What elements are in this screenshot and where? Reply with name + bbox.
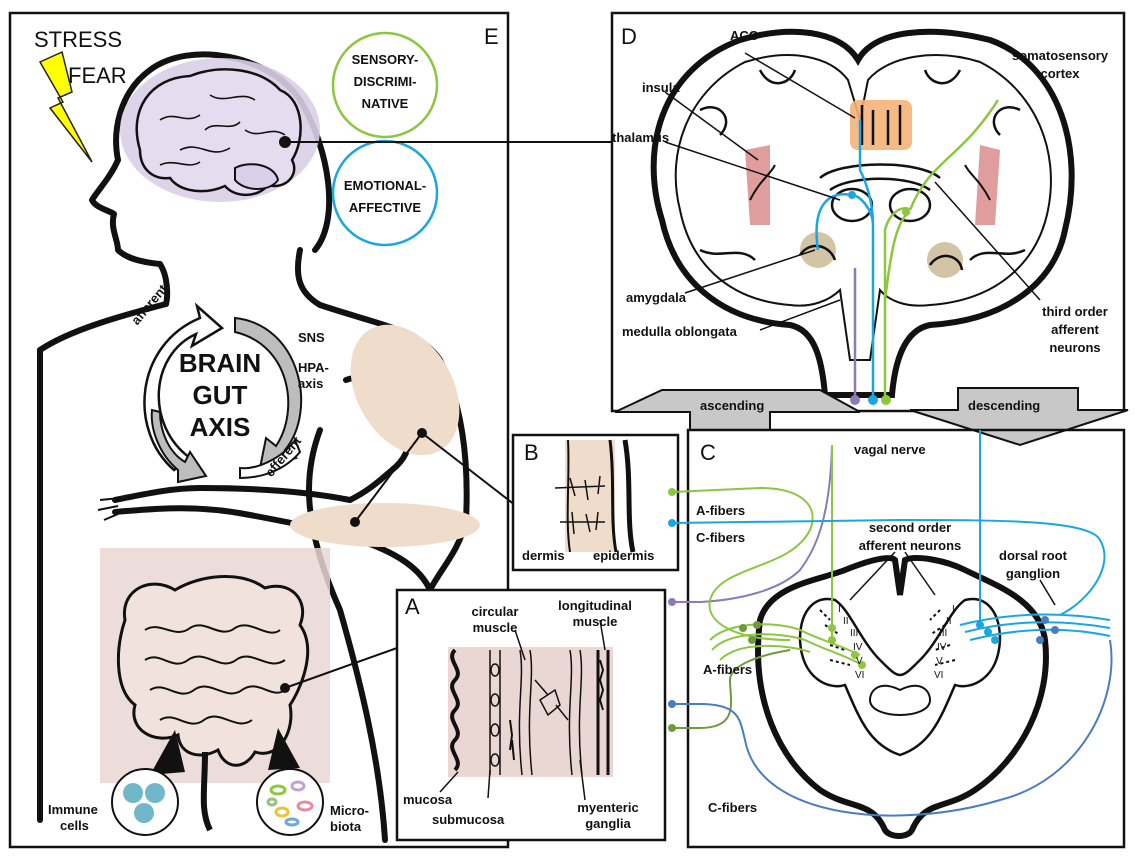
immune-label-2: cells [60,818,89,833]
spinal-cord-section [758,558,1046,836]
fear-label: FEAR [68,64,127,88]
insula-label: insula [642,80,680,95]
a-fibers-top-label: A-fibers [696,503,745,518]
circular-muscle-label-1: circular [460,604,530,619]
longitudinal-muscle-label-1: longitudinal [545,598,645,613]
brain-gut-axis-line2: GUT [175,380,265,410]
panel-d-letter: D [621,24,637,50]
medulla-label: medulla oblongata [622,324,737,339]
lamina-iii-left: III [850,626,858,641]
immune-cell [145,783,165,803]
somatosensory-label-1: somatosensory [1000,48,1120,63]
hpa-label-1: HPA- [298,360,329,375]
myenteric-label-1: myenteric [568,800,648,815]
descending-arrow [910,388,1128,445]
coronal-brain-section [654,32,1072,395]
arm-skin-region [328,305,481,474]
acc-label: ACC [730,28,758,43]
ascending-label: ascending [700,398,764,413]
third-order-label-2: afferent [1030,322,1120,337]
immune-cells-circle [112,769,178,835]
drg-label-2: ganglion [978,566,1088,581]
thalamus-label: thalamus [612,130,669,145]
lamina-vi-right: VI [934,668,943,683]
thalamus-node-green [902,208,910,216]
panel-e-letter: E [484,24,499,50]
panel-a-letter: A [405,594,420,620]
immune-label-1: Immune [48,802,98,817]
myenteric-label-2: ganglia [568,816,648,831]
second-order-label-2: afferent neurons [850,538,970,553]
lamina-vi-left: VI [855,668,864,683]
a-fiber-dot [881,395,891,405]
third-order-label-3: neurons [1030,340,1120,355]
lamina-ii-left: II [843,614,849,629]
third-order-label-1: third order [1030,304,1120,319]
emotional-affective-circle [333,141,437,245]
sensory-label-2: DISCRIMI- [340,74,430,89]
dermis-label: dermis [522,548,565,563]
descending-label: descending [968,398,1040,413]
brain-illustration [120,58,320,202]
lamina-v-right: V [936,654,943,669]
brain-gut-axis-line1: BRAIN [175,348,265,378]
lamina-i-left: I [838,602,841,617]
microbiota-label-2: biota [330,819,361,834]
vagal-dot [850,395,860,405]
c-fibers-top-label: C-fibers [696,530,745,545]
sns-label: SNS [298,330,325,345]
second-order-label-1: second order [850,520,970,535]
stress-label: STRESS [34,28,122,52]
immune-cell [134,803,154,823]
immune-cell [123,783,143,803]
circular-muscle-label-2: muscle [460,620,530,635]
lamina-iv-left: IV [853,640,862,655]
sensory-label-3: NATIVE [340,96,430,111]
microbiota-label-1: Micro- [330,803,369,818]
emotional-label-1: EMOTIONAL- [335,178,435,193]
amygdala-label: amygdala [626,290,686,305]
submucosa-label: submucosa [432,812,504,827]
thalamus-node [848,191,856,199]
drg-label-1: dorsal root [978,548,1088,563]
lamina-iv-right: IV [937,640,946,655]
c-fiber-dot [868,395,878,405]
emotional-label-2: AFFECTIVE [335,200,435,215]
vagal-nerve-label: vagal nerve [854,442,926,457]
brain-gut-axis-line3: AXIS [175,412,265,442]
mucosa-label: mucosa [403,792,452,807]
lamina-iii-right: III [939,626,947,641]
hpa-label-2: axis [298,376,323,391]
longitudinal-muscle-label-2: muscle [545,614,645,629]
c-fibers-bottom-label: C-fibers [708,800,757,815]
epidermis-label: epidermis [593,548,654,563]
a-fibers-mid-label: A-fibers [703,662,752,677]
lamina-i-right: I [952,602,955,617]
panel-c-letter: C [700,440,716,466]
panel-b-letter: B [524,440,539,466]
somatosensory-label-2: cortex [1000,66,1120,81]
forearm-skin-region [290,503,480,547]
lamina-v-left: V [856,654,863,669]
sensory-label-1: SENSORY- [340,52,430,67]
